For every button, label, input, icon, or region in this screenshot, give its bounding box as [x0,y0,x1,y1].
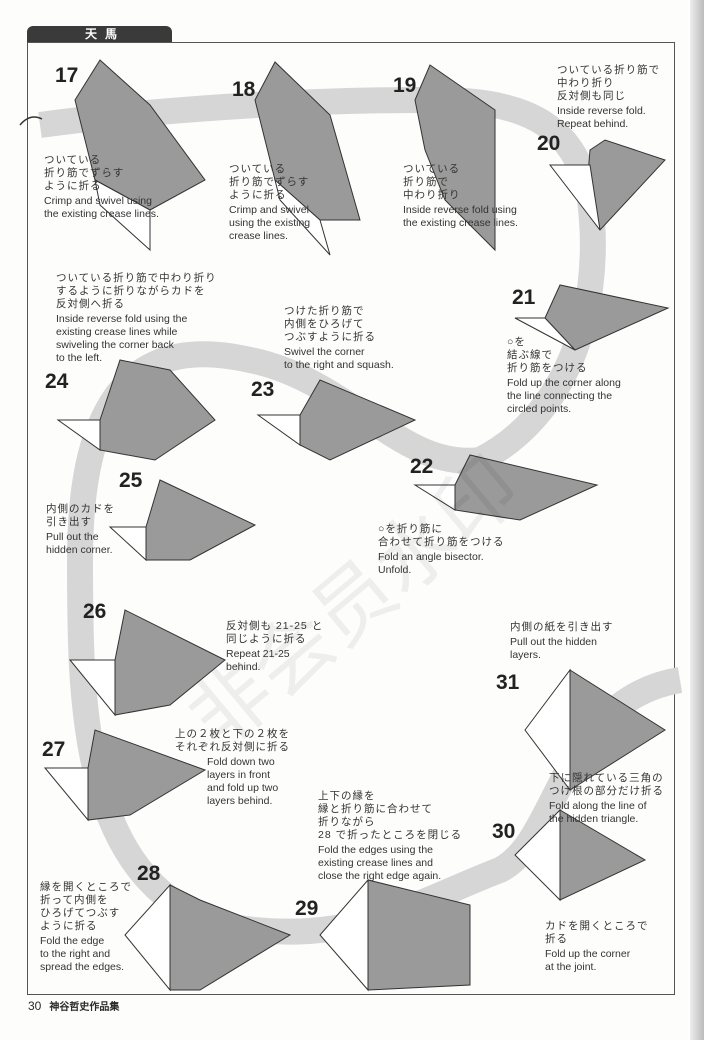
step-26-text: 反対側も 21-25 と 同じように折る Repeat 21-25 behind. [226,620,323,674]
en-text: Inside reverse fold. Repeat behind. [557,105,646,130]
step-27-text: 上の２枚と下の２枚を それぞれ反対側に折る Fold down two layer… [175,728,290,808]
step-30-note-text: 下に隠れている三角の つけ根の部分だけ折る Fold along the line… [549,772,664,826]
en-text: Pull out the hidden corner. [46,531,113,556]
en-text: Crimp and swivel using the existing crea… [229,204,311,242]
jp-text: ついている 折り筋でずらす ように折る [44,154,125,192]
en-text: Fold an angle bisector. Unfold. [378,551,484,576]
diagram-19 [414,64,496,252]
step-number: 31 [496,671,520,694]
step-number: 28 [137,862,161,885]
step-number: 17 [55,64,79,87]
step-number: 22 [410,455,434,478]
en-text: Pull out the hidden layers. [510,636,597,661]
jp-text: 縁を開くところで 折って内側を ひろげてつぶす ように折る [40,881,132,932]
jp-text: ついている 折り筋でずらす ように折る [229,163,310,201]
jp-text: つけた折り筋で 内側をひろげて つぶすように折る [284,305,376,343]
diagram-25 [145,479,257,561]
step-17-text: ついている 折り筋でずらす ように折る Crimp and swivel usin… [44,154,159,221]
jp-text: ○を 結ぶ線で 折り筋をつける [507,336,588,374]
diagram-28 [169,884,292,991]
en-text: Fold up the corner along the line connec… [507,377,621,415]
en-text: Swivel the corner to the right and squas… [284,346,394,371]
en-text: Crimp and swivel using the existing crea… [44,195,159,220]
step-number: 23 [251,378,275,401]
page-number: 30 [28,999,42,1013]
page-footer: 30 神谷哲史作品集 [28,998,119,1013]
en-text: Fold the edge to the right and spread th… [40,935,125,973]
step-30-text: カドを開くところで 折る Fold up the corner at the jo… [545,920,649,974]
jp-text: カドを開くところで 折る [545,920,649,945]
step-19-text: ついている 折り筋で 中わり折り Inside reverse fold usin… [403,163,518,230]
step-number: 26 [83,600,107,623]
en-text: Inside reverse fold using the existing c… [56,313,188,364]
jp-text: ついている折り筋で 中わり折り 反対側も同じ [557,64,661,102]
step-number: 19 [393,74,417,97]
step-31-text: 内側の紙を引き出す Pull out the hidden layers. [510,621,614,662]
page-edge [690,0,704,1040]
step-25-text: 内側のカドを 引き出す Pull out the hidden corner. [46,503,115,557]
jp-text: ついている折り筋で中わり折り するように折りながらカドを 反対側へ折る [56,272,217,310]
step-20-text: ついている折り筋で 中わり折り 反対側も同じ Inside reverse fol… [557,64,660,131]
step-23-text: つけた折り筋で 内側をひろげて つぶすように折る Swivel the corne… [284,305,394,372]
jp-text: 内側の紙を引き出す [510,621,614,633]
en-text: Inside reverse fold using the existing c… [403,204,518,229]
jp-text: ついている 折り筋で 中わり折り [403,163,461,201]
book-title: 神谷哲史作品集 [49,1002,120,1013]
section-tab: 天馬 [27,26,172,43]
step-number: 24 [45,370,69,393]
en-text: Repeat 21-25 behind. [226,648,290,673]
step-number: 18 [232,78,256,101]
step-number: 27 [42,738,66,761]
step-22-text: ○を折り筋に 合わせて折り筋をつける Fold an angle bisector… [378,523,505,577]
jp-text: 上下の縁を 縁と折り筋に合わせて 折りながら 28 で折ったところを閉じる [318,790,463,841]
jp-text: 下に隠れている三角の つけ根の部分だけ折る [549,772,664,797]
arrow-icon [19,116,43,126]
jp-text: 反対側も 21-25 と 同じように折る [226,620,324,645]
en-text: Fold down two layers in front and fold u… [207,756,279,807]
step-number: 30 [492,820,516,843]
diagram-24 [99,359,216,461]
step-number: 20 [537,132,561,155]
diagram-frame [27,42,675,995]
step-number: 29 [295,897,319,920]
jp-text: 内側のカドを 引き出す [46,503,115,528]
en-text: Fold up the corner at the joint. [545,948,631,973]
step-number: 25 [119,469,143,492]
step-number: 21 [512,286,536,309]
en-text: Fold along the line of the hidden triang… [549,800,647,825]
jp-text: ○を折り筋に 合わせて折り筋をつける [378,523,505,548]
jp-text: 上の２枚と下の２枚を それぞれ反対側に折る [175,728,290,753]
en-text: Fold the edges using the existing crease… [318,844,442,882]
